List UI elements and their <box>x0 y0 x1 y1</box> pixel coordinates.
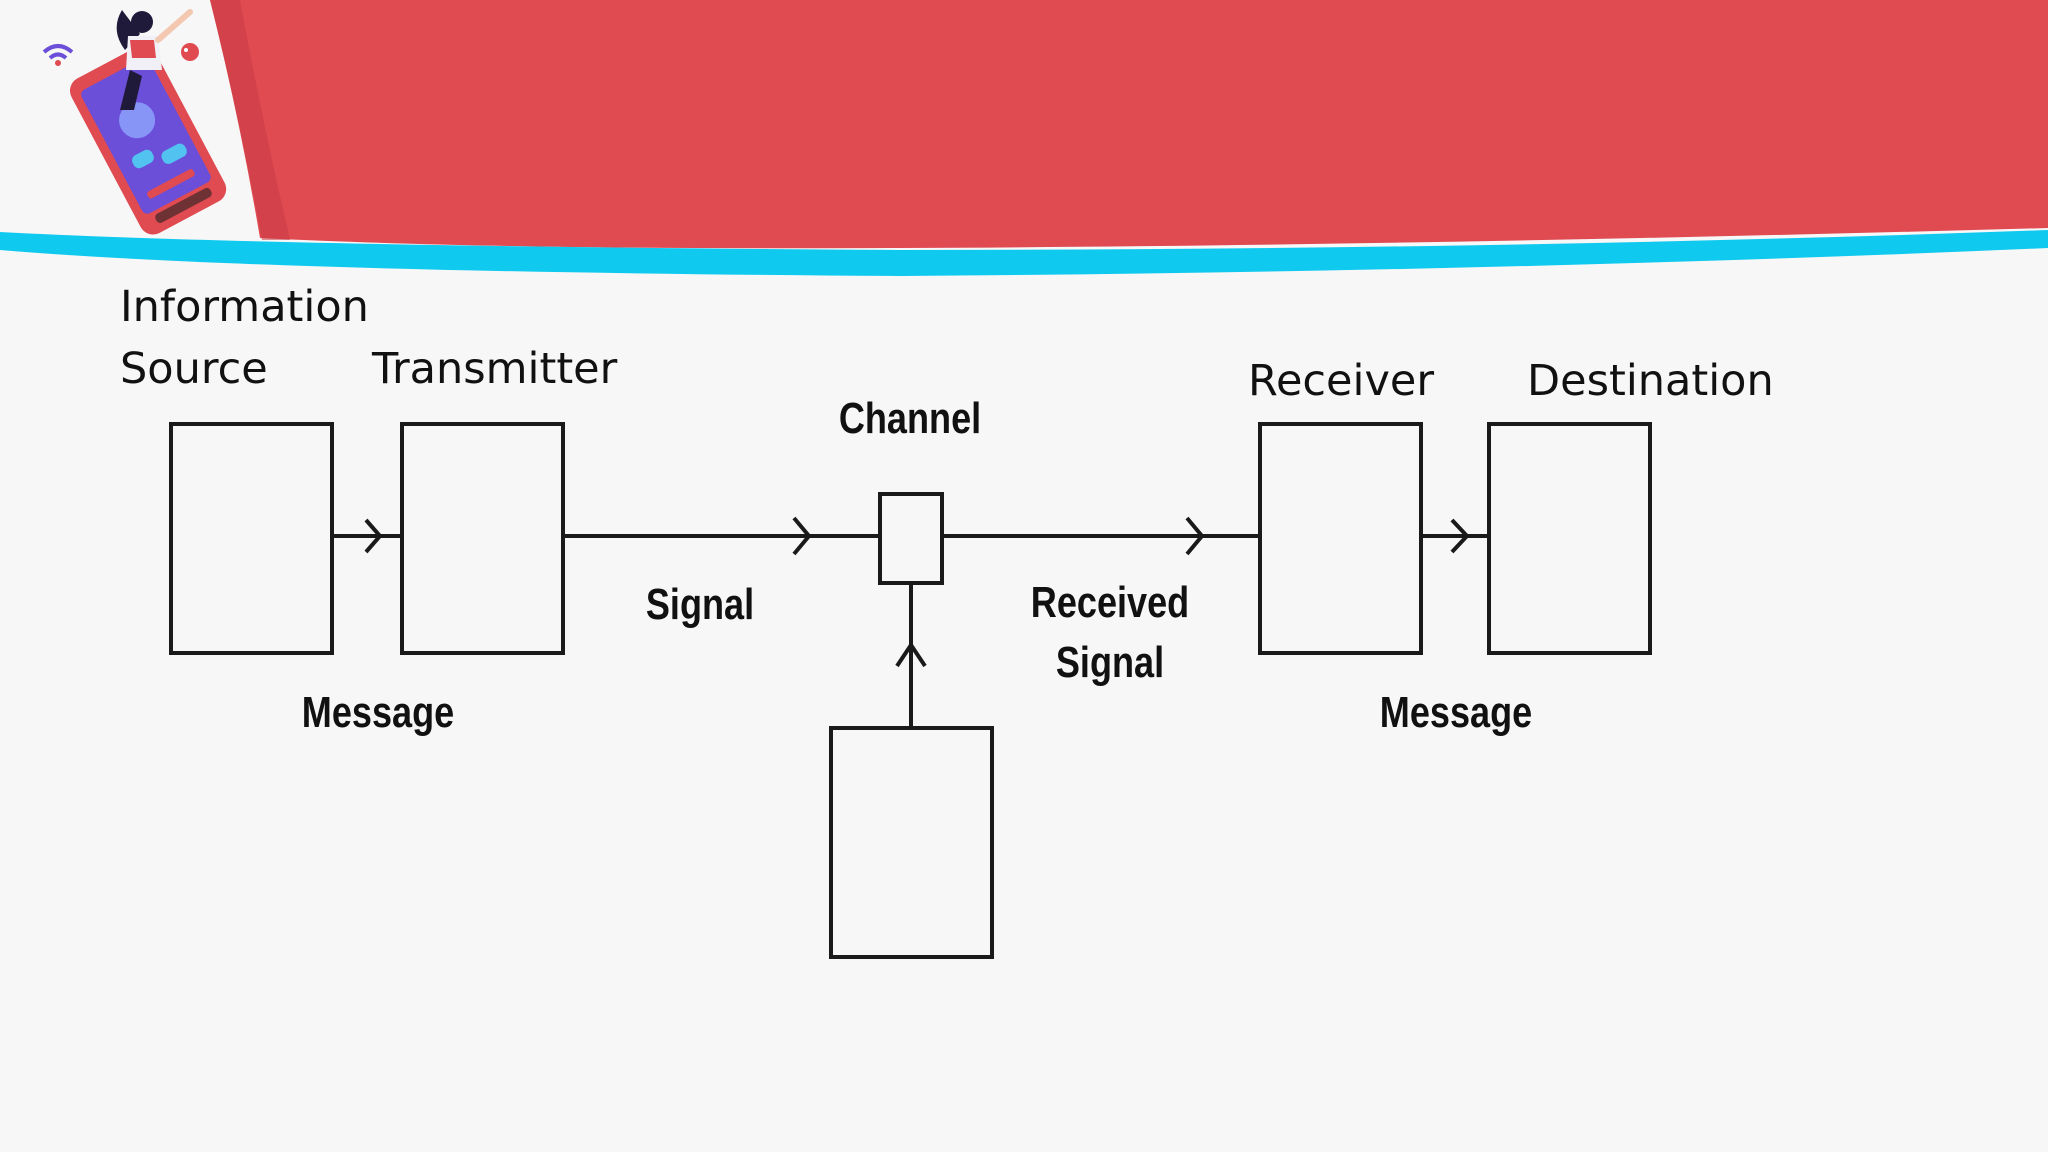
arrow-channel-receiver <box>1185 516 1205 556</box>
transmitter-box <box>400 422 565 655</box>
source-label-line1: Information <box>120 282 369 332</box>
message-left-label: Message <box>301 688 455 737</box>
message-right-label: Message <box>1379 688 1533 737</box>
destination-label: Destination <box>1527 356 1774 406</box>
source-box <box>169 422 334 655</box>
transmitter-label: Transmitter <box>372 344 618 394</box>
signal-label: Signal <box>645 580 755 629</box>
cyan-wave-stripe <box>0 230 2048 276</box>
arrow-receiver-destination <box>1450 518 1470 554</box>
received-signal-label-line1: Received <box>1030 578 1190 627</box>
noise-source-box <box>829 726 994 959</box>
arrow-source-transmitter <box>364 518 383 554</box>
phone-with-woman-illustration <box>42 9 227 235</box>
header-banner <box>0 0 2048 276</box>
arrow-transmitter-channel <box>792 516 812 556</box>
received-signal-label-line2: Signal <box>1055 638 1165 687</box>
source-label-line2: Source <box>120 344 268 394</box>
receiver-label: Receiver <box>1248 356 1435 406</box>
banner-curve-edge <box>210 0 290 240</box>
receiver-box <box>1258 422 1423 655</box>
destination-box <box>1487 422 1652 655</box>
channel-label: Channel <box>838 394 982 443</box>
arrow-noise-channel <box>895 641 927 668</box>
banner-red-shape <box>210 0 2048 249</box>
channel-box <box>878 492 944 585</box>
